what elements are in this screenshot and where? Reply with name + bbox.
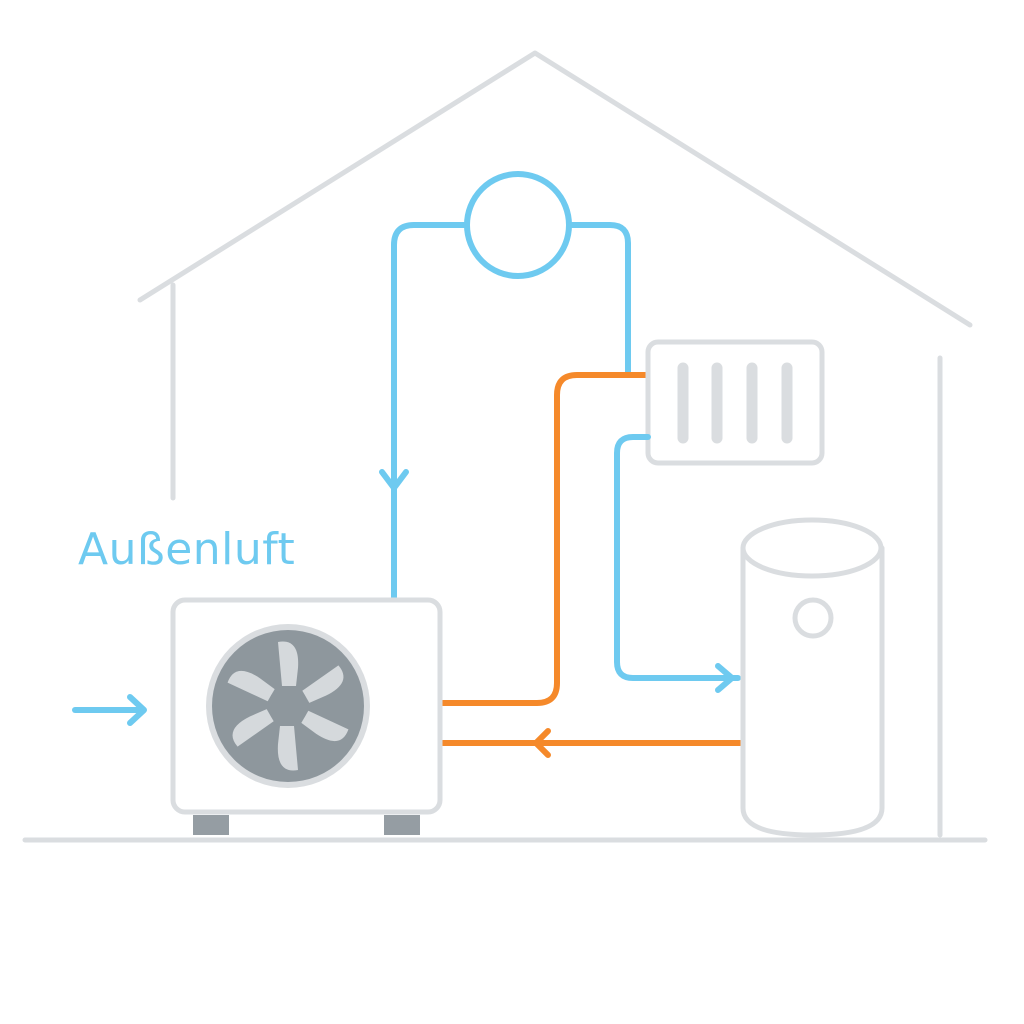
house-outline [22, 50, 988, 843]
hot-supply-pipe [440, 372, 651, 706]
hot-water-tank [740, 517, 885, 838]
arrow-down-icon [379, 469, 409, 491]
radiator [645, 339, 825, 466]
cold-pipe-to-tank [614, 434, 741, 693]
outside-air-label: Außenluft [78, 524, 296, 575]
arrow-right-icon [715, 663, 735, 693]
unit-foot [193, 815, 229, 835]
cold-pipe-top [379, 171, 631, 601]
arrow-left-icon [533, 728, 551, 758]
expansion-circle [464, 171, 572, 279]
hot-return-pipe [440, 728, 743, 758]
outside-air-arrow-icon [72, 694, 147, 726]
outdoor-unit [170, 597, 443, 835]
unit-foot [384, 815, 420, 835]
fan-icon [206, 624, 370, 788]
